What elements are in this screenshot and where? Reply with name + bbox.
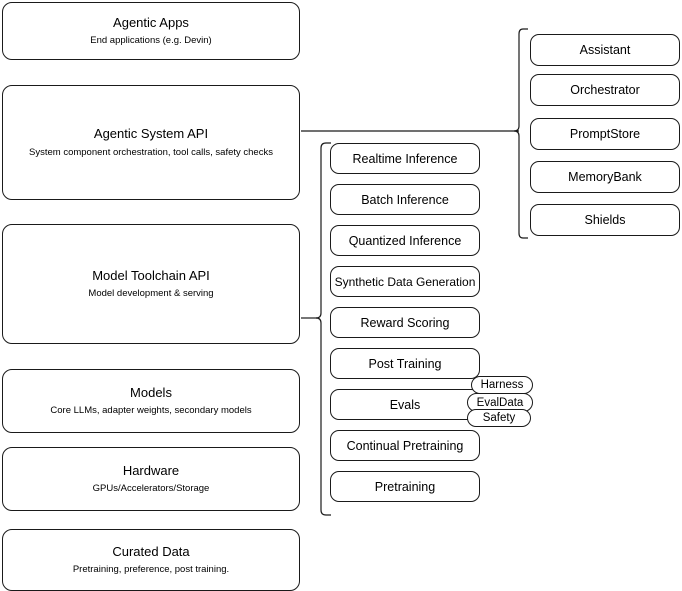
layer-model-toolchain-api[interactable]: Model Toolchain API Model development & …	[2, 224, 300, 344]
layer-curated-data[interactable]: Curated Data Pretraining, preference, po…	[2, 529, 300, 591]
toolchain-item-evals[interactable]: Evals	[330, 389, 480, 420]
evals-badge-safety[interactable]: Safety	[467, 409, 531, 427]
system-item-shields[interactable]: Shields	[530, 204, 680, 236]
layer-agentic-system-api[interactable]: Agentic System API System component orch…	[2, 85, 300, 200]
toolchain-item-post-training[interactable]: Post Training	[330, 348, 480, 379]
system-item-promptstore[interactable]: PromptStore	[530, 118, 680, 150]
system-item-memorybank[interactable]: MemoryBank	[530, 161, 680, 193]
toolchain-item-synthetic-data-generation[interactable]: Synthetic Data Generation	[330, 266, 480, 297]
system-item-orchestrator[interactable]: Orchestrator	[530, 74, 680, 106]
toolchain-item-pretraining[interactable]: Pretraining	[330, 471, 480, 502]
layer-agentic-apps[interactable]: Agentic Apps End applications (e.g. Devi…	[2, 2, 300, 60]
layer-title: Model Toolchain API	[92, 267, 210, 283]
toolchain-item-batch-inference[interactable]: Batch Inference	[330, 184, 480, 215]
toolchain-item-quantized-inference[interactable]: Quantized Inference	[330, 225, 480, 256]
layer-title: Curated Data	[112, 543, 190, 559]
layer-hardware[interactable]: Hardware GPUs/Accelerators/Storage	[2, 447, 300, 511]
layer-subtitle: Pretraining, preference, post training.	[72, 564, 230, 576]
layer-subtitle: GPUs/Accelerators/Storage	[92, 483, 210, 495]
layer-subtitle: Model development & serving	[88, 288, 214, 300]
evals-badge-harness[interactable]: Harness	[471, 376, 533, 394]
layer-title: Models	[130, 384, 172, 400]
layer-models[interactable]: Models Core LLMs, adapter weights, secon…	[2, 369, 300, 433]
layer-subtitle: Core LLMs, adapter weights, secondary mo…	[50, 405, 252, 417]
layer-title: Agentic System API	[93, 126, 209, 142]
toolchain-item-realtime-inference[interactable]: Realtime Inference	[330, 143, 480, 174]
bracket-toolchain-components	[315, 142, 331, 516]
system-item-assistant[interactable]: Assistant	[530, 34, 680, 66]
layer-subtitle: End applications (e.g. Devin)	[90, 35, 212, 47]
toolchain-item-reward-scoring[interactable]: Reward Scoring	[330, 307, 480, 338]
layer-title: Agentic Apps	[113, 14, 189, 30]
layer-title: Hardware	[122, 462, 180, 478]
toolchain-item-continual-pretraining[interactable]: Continual Pretraining	[330, 430, 480, 461]
layer-subtitle: System component orchestration, tool cal…	[29, 146, 273, 158]
bracket-system-components	[513, 28, 528, 239]
